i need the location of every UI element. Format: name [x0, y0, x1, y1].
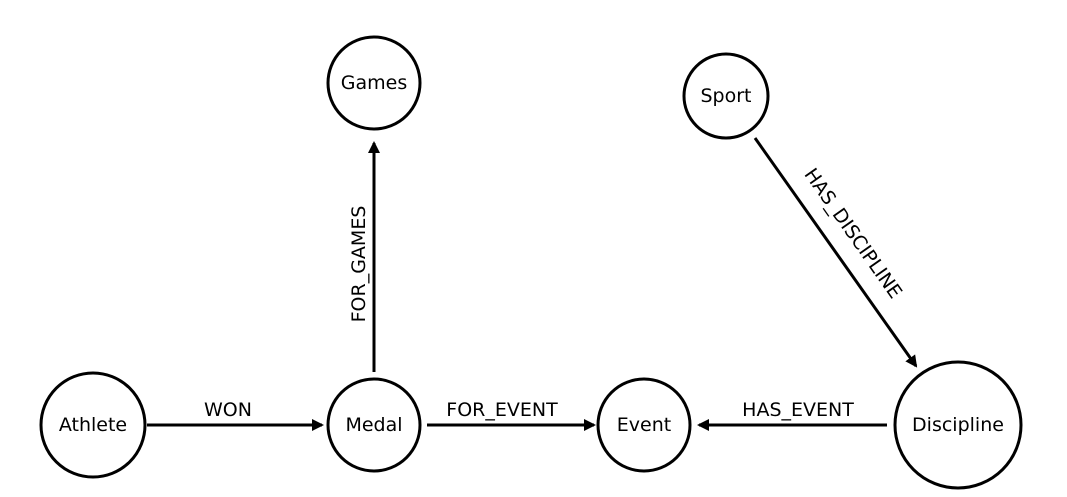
edge-won: WON	[147, 399, 324, 431]
node-label-discipline: Discipline	[912, 414, 1004, 436]
edge-for-event: FOR_EVENT	[427, 399, 596, 431]
edge-label-for-event: FOR_EVENT	[446, 399, 558, 421]
node-athlete: Athlete	[39, 371, 147, 479]
edge-for-games: FOR_GAMES	[348, 141, 380, 372]
node-label-event: Event	[617, 414, 671, 436]
edge-has-discipline: HAS_DISCIPLINE	[753, 137, 918, 368]
node-games: Games	[326, 35, 422, 131]
edge-label-has-event: HAS_EVENT	[742, 399, 854, 421]
edge-label-has-discipline: HAS_DISCIPLINE	[800, 164, 907, 302]
node-medal: Medal	[326, 377, 422, 473]
node-label-games: Games	[341, 72, 407, 94]
node-label-sport: Sport	[700, 85, 751, 107]
node-label-athlete: Athlete	[59, 414, 127, 436]
edge-label-for-games: FOR_GAMES	[348, 206, 370, 323]
node-discipline: Discipline	[893, 360, 1023, 490]
node-sport: Sport	[682, 52, 770, 140]
node-label-medal: Medal	[345, 414, 402, 436]
node-event: Event	[596, 377, 692, 473]
edge-has-event: HAS_EVENT	[697, 399, 887, 431]
edge-label-won: WON	[204, 399, 252, 421]
